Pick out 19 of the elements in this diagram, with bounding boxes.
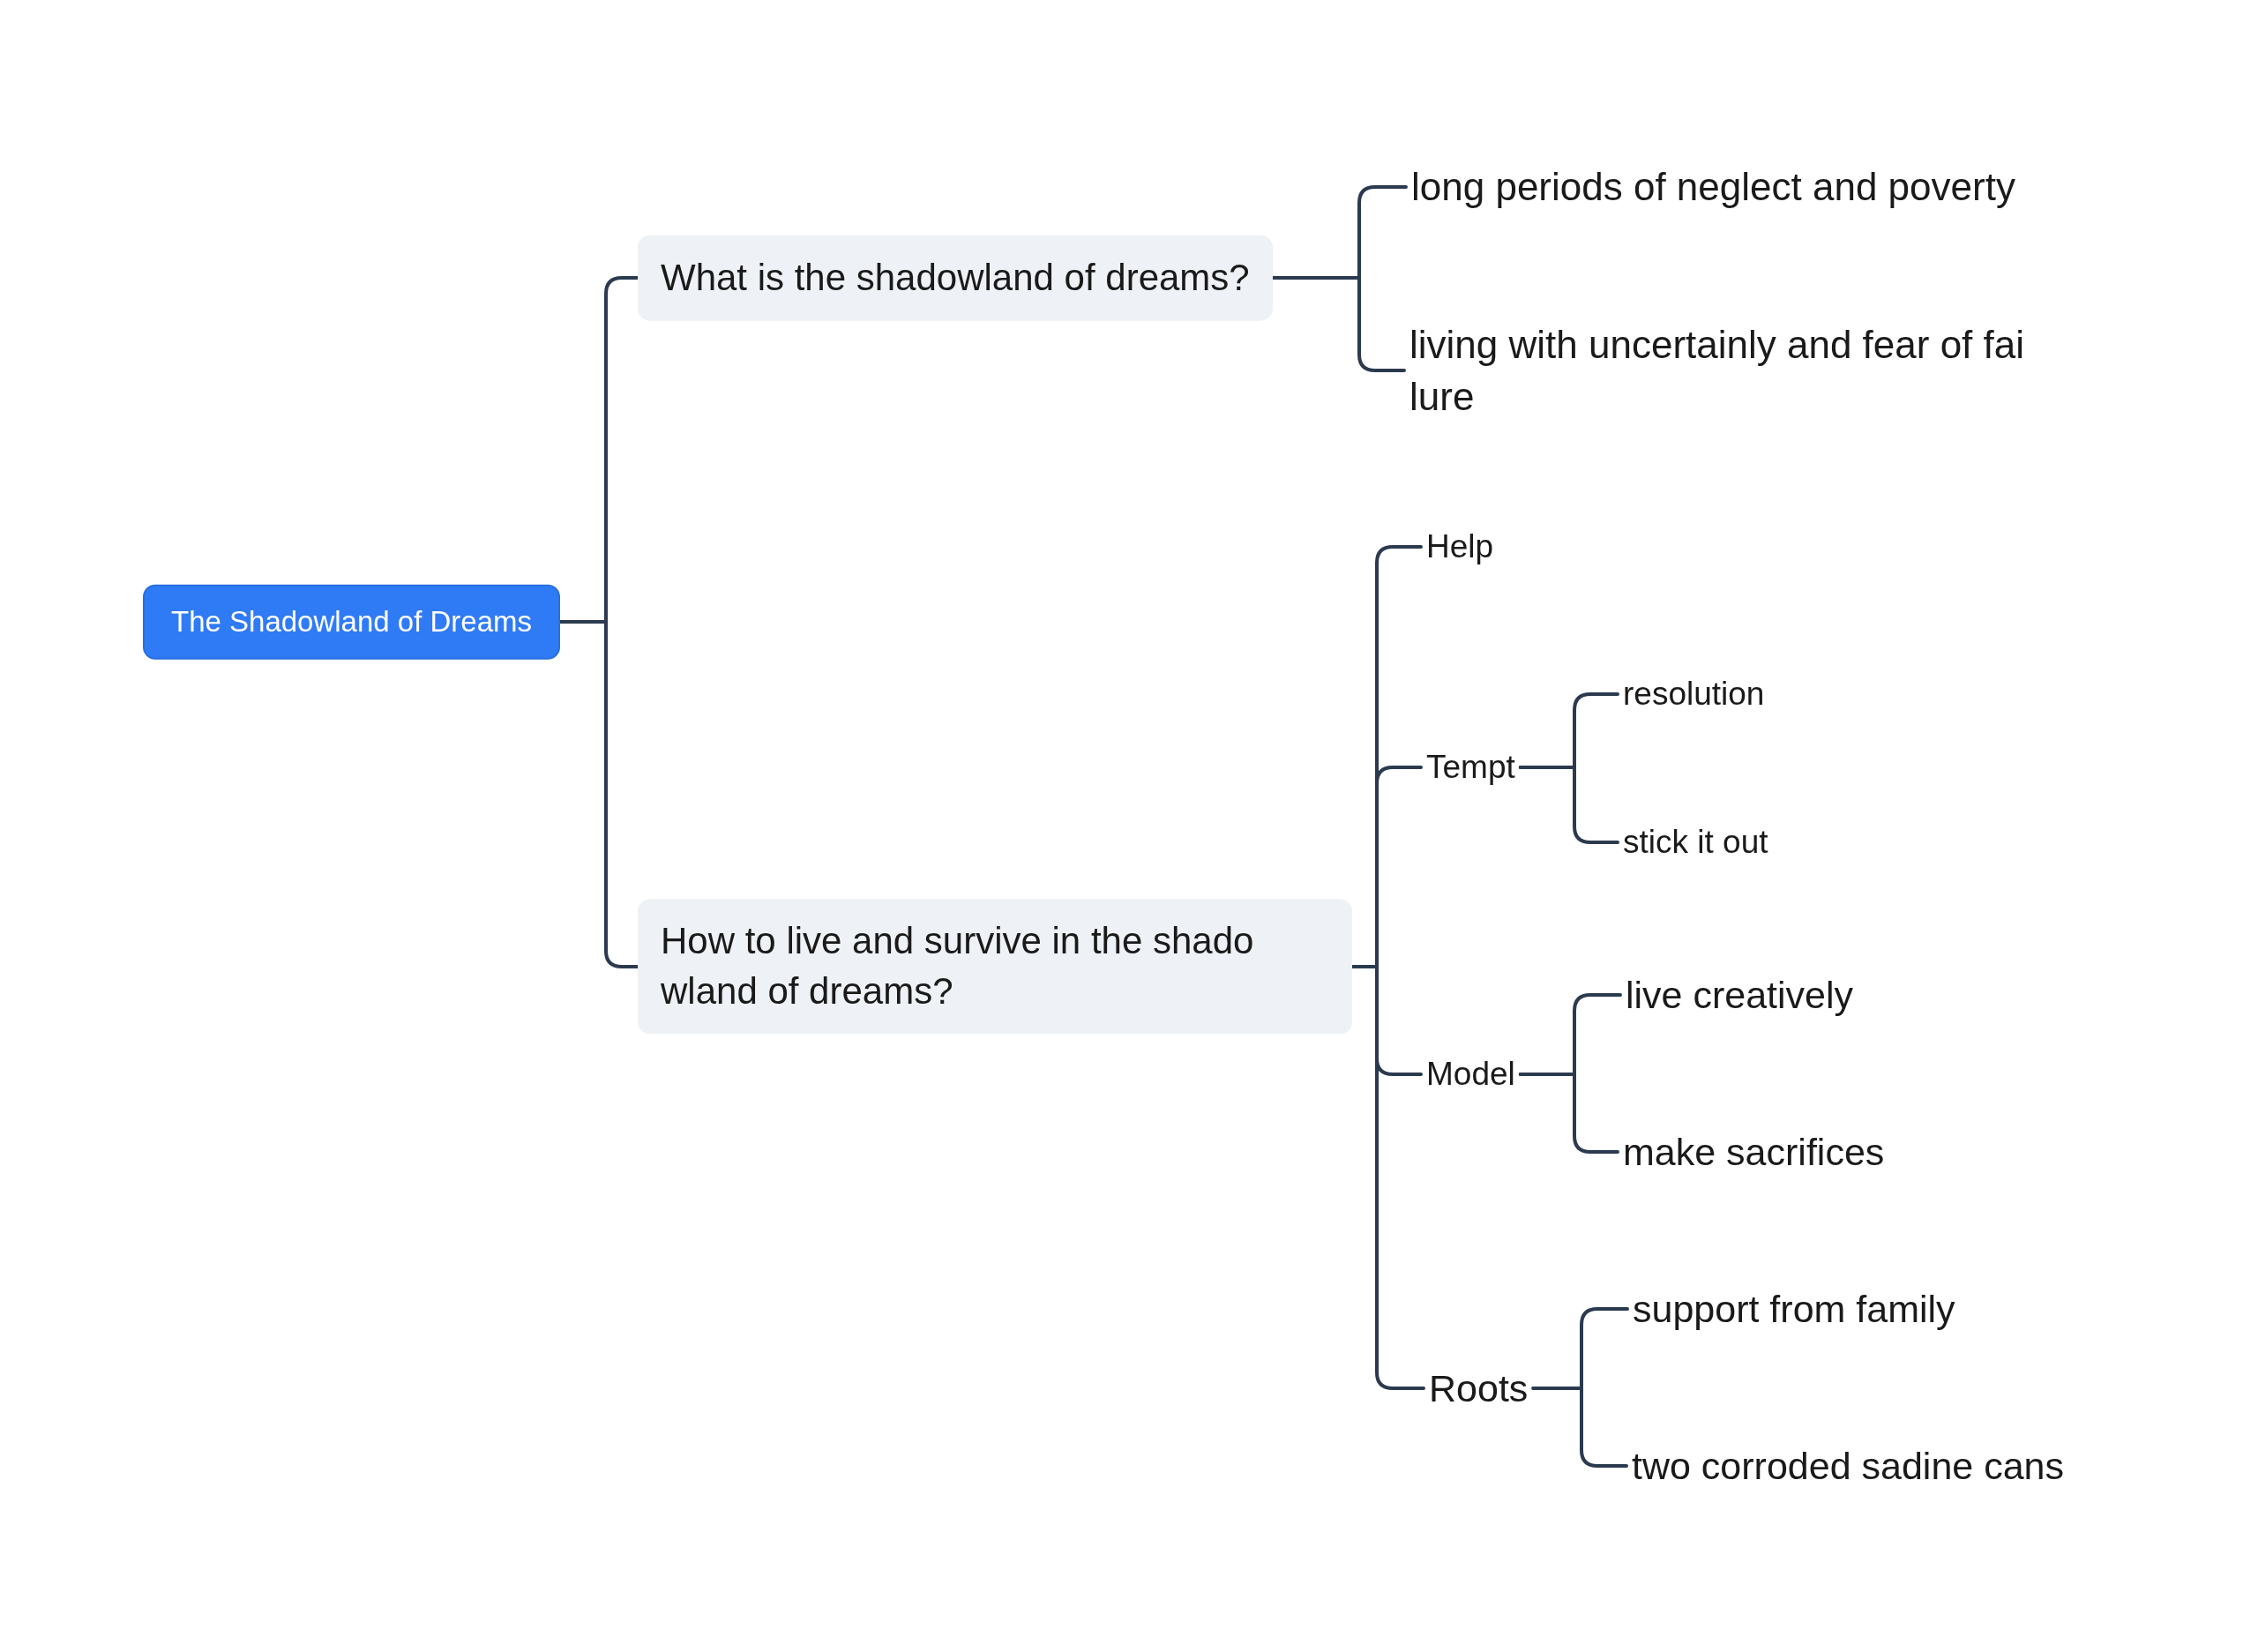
topic-label: make sacrifices bbox=[1618, 1123, 1890, 1181]
topic-label: Tempt bbox=[1421, 742, 1521, 793]
topic-label: Model bbox=[1421, 1049, 1521, 1100]
topic-box: What is the shadowland of dreams? bbox=[638, 235, 1273, 321]
topic-label: resolution bbox=[1618, 669, 1770, 720]
connector-line bbox=[1270, 276, 1406, 372]
root-topic-box: The Shadowland of Dreams bbox=[143, 584, 561, 660]
connector-line bbox=[1531, 1387, 1628, 1468]
topic-label: long periods of neglect and poverty bbox=[1406, 157, 2021, 217]
topic-label: stick it out bbox=[1618, 817, 1774, 868]
topic-label: Help bbox=[1421, 521, 1499, 572]
topic-label: Roots bbox=[1424, 1359, 1534, 1417]
topic-label: two corroded sadine cans bbox=[1626, 1437, 2069, 1495]
topic-label: live creatively bbox=[1620, 966, 1859, 1024]
topic-label: support from family bbox=[1627, 1280, 1961, 1338]
topic-label: living with uncertainly and fear of fai lure bbox=[1404, 314, 2101, 427]
connector-line bbox=[1518, 1073, 1619, 1154]
connector-line bbox=[1518, 766, 1619, 844]
topic-box: How to live and survive in the shado wland of dreams? bbox=[638, 899, 1352, 1035]
